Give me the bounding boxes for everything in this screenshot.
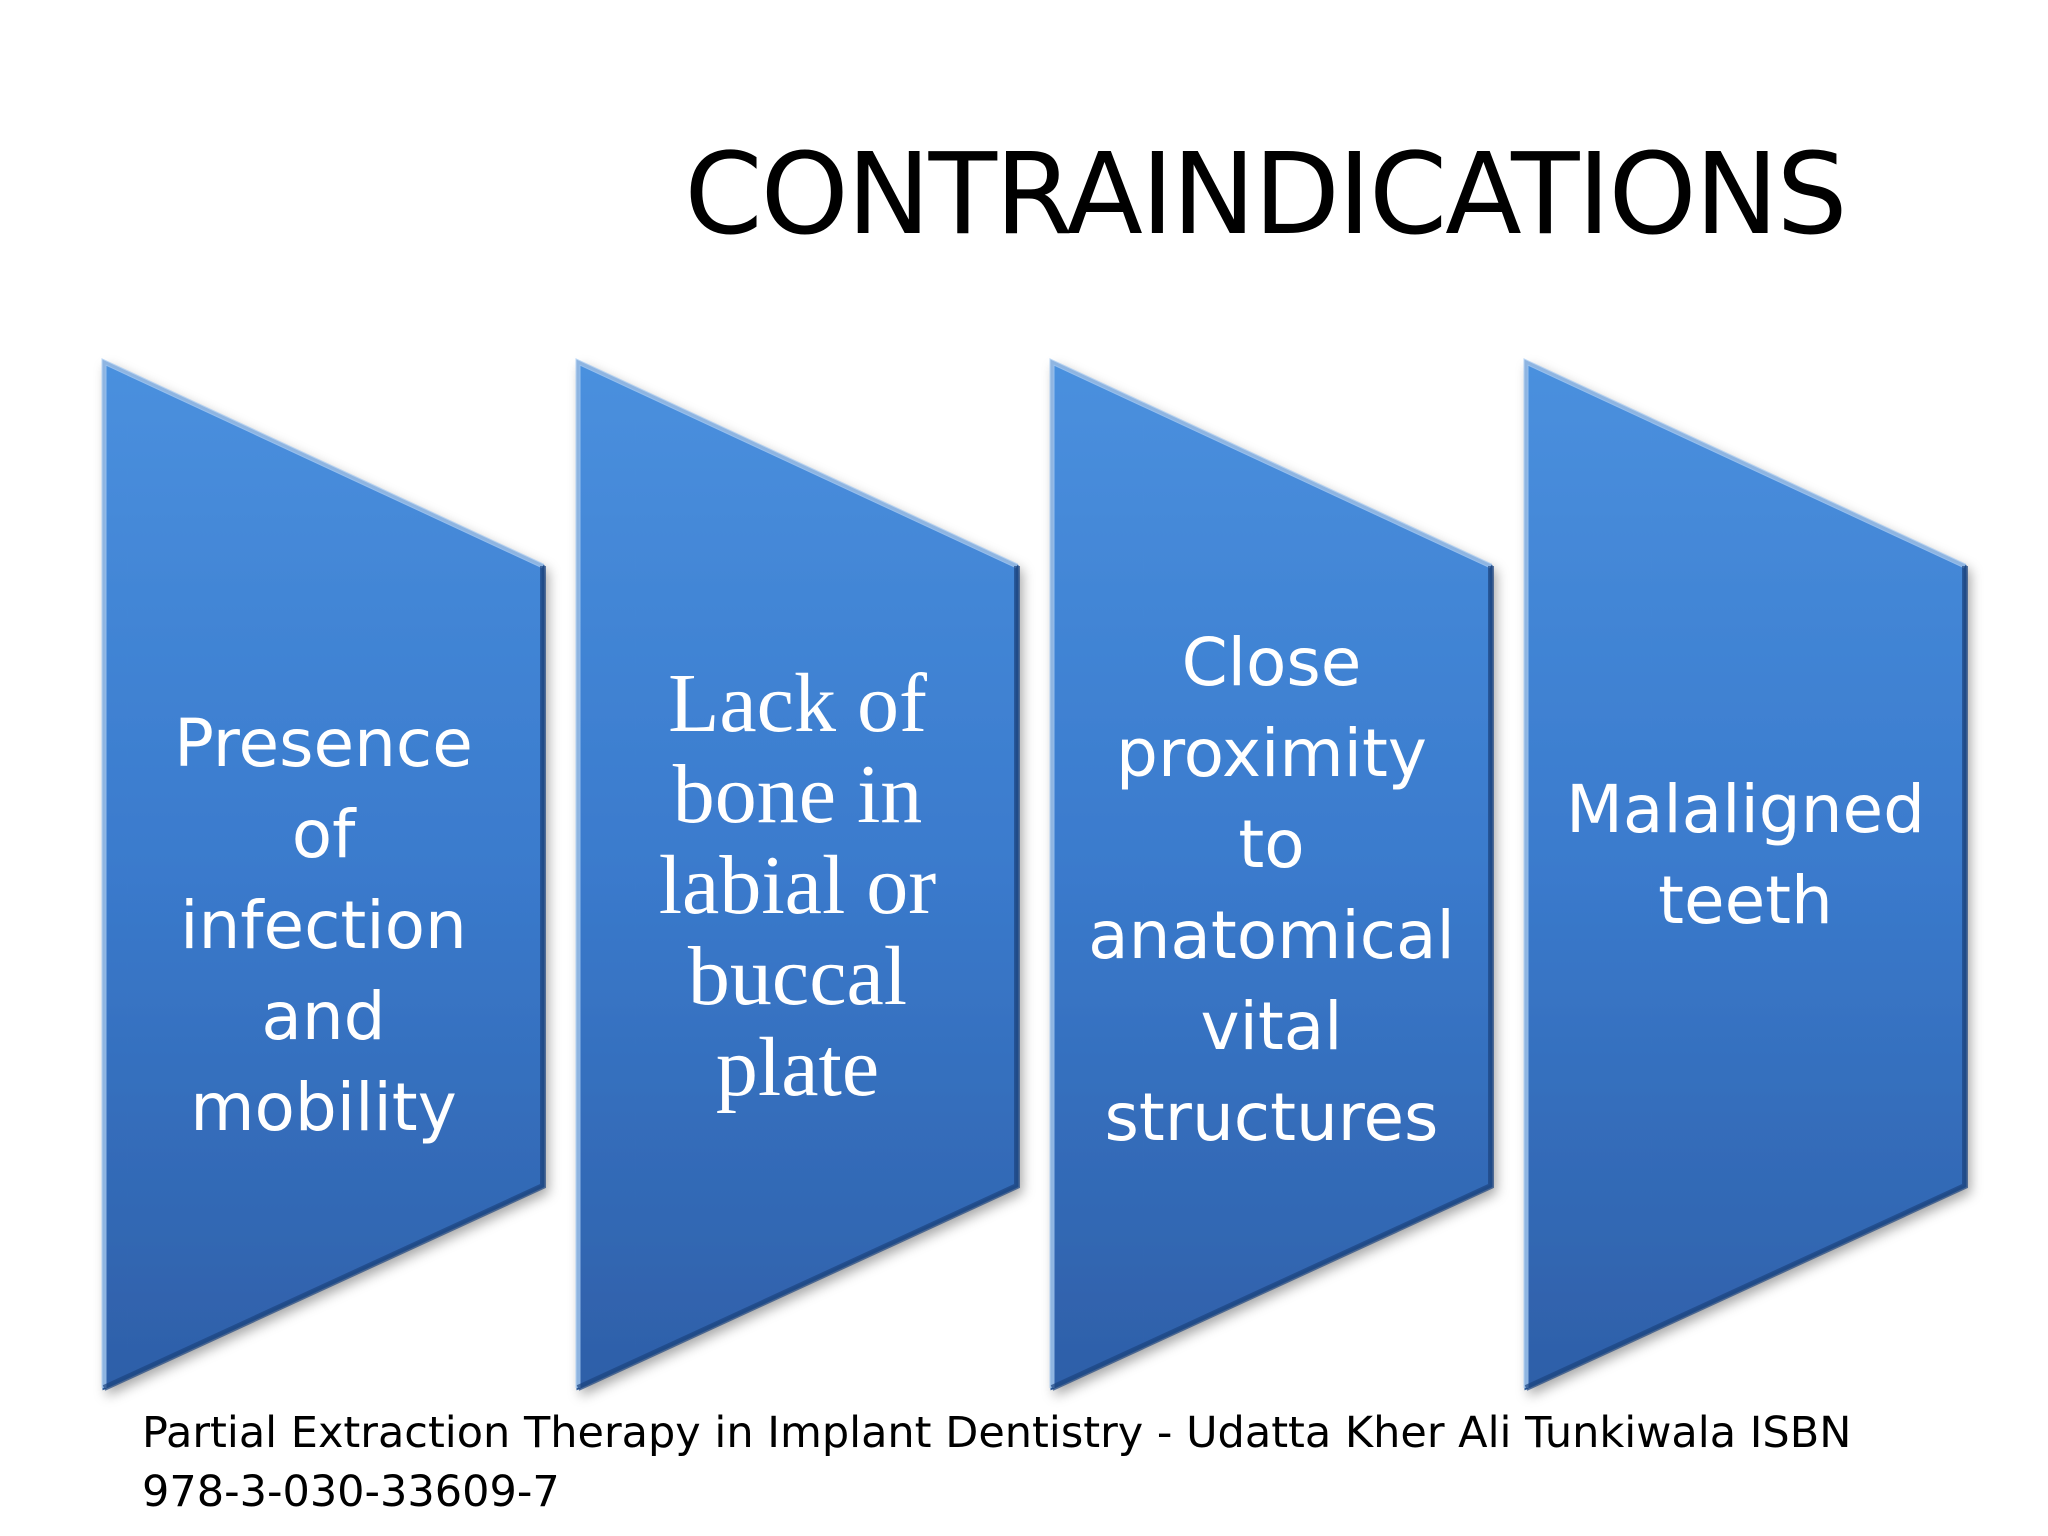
shape-box-1 <box>101 358 546 1391</box>
shape-box-2 <box>575 358 1020 1391</box>
box-3-label: Close proximity to anatomical vital stru… <box>1052 615 1491 1165</box>
box-1-label: Presence of infection and mobility <box>104 690 543 1160</box>
box-1-text: Presence of infection and mobility <box>174 704 473 1146</box>
source-line-1: Partial Extraction Therapy in Implant De… <box>142 1408 1852 1458</box>
shape-box-3 <box>1049 358 1494 1391</box>
shape-box-4 <box>1523 358 1968 1391</box>
box-4-label: Malaligned teeth <box>1526 760 1965 950</box>
box-2-label: Lack of bone in labial or buccal plate <box>578 655 1017 1115</box>
slide-title: CONTRAINDICATIONS <box>684 130 1847 260</box>
box-3-text: Close proximity to anatomical vital stru… <box>1088 624 1455 1156</box>
source-line-2: 978-3-030-33609-7 <box>142 1467 560 1517</box>
box-2-text: Lack of bone in labial or buccal plate <box>658 656 937 1114</box>
source-citation: Partial Extraction Therapy in Implant De… <box>142 1404 1922 1522</box>
box-4-text: Malaligned teeth <box>1565 771 1926 939</box>
